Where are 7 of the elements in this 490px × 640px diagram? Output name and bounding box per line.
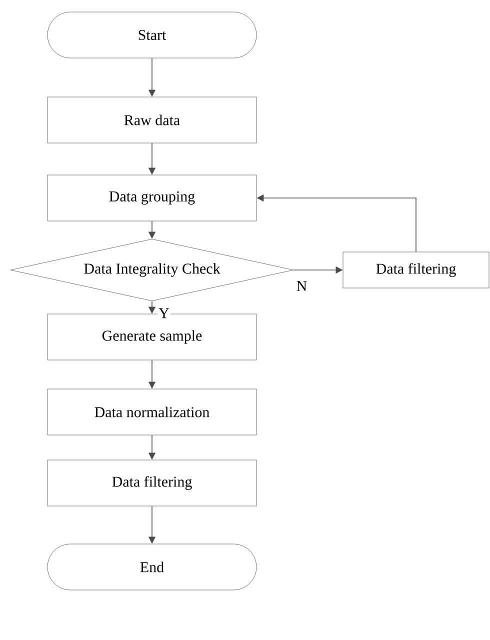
process-box: Data normalization xyxy=(47,388,257,436)
process-box: Raw data xyxy=(47,96,257,144)
process-box: Data grouping xyxy=(47,174,257,222)
edge-label: Y xyxy=(158,307,170,320)
process-box: Data filtering xyxy=(342,252,490,288)
process-box: Data filtering xyxy=(47,460,257,506)
edge-label: N xyxy=(295,280,308,292)
